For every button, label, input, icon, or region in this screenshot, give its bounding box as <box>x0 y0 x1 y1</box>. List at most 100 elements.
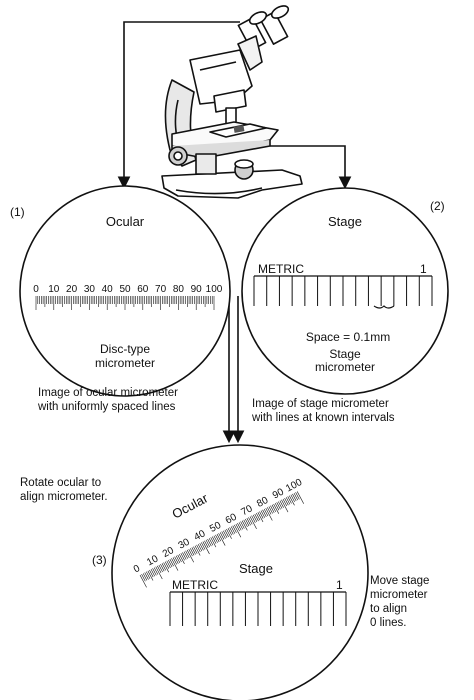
scale-tick <box>193 546 198 554</box>
scale-tick <box>237 523 242 531</box>
scale-tick <box>293 492 299 501</box>
scale-tick <box>270 505 275 513</box>
scale-tick <box>194 545 201 556</box>
scale-tick <box>144 572 149 580</box>
scale-tick <box>197 543 203 552</box>
scale-tick <box>235 523 240 532</box>
scale-tick <box>141 574 146 582</box>
scale-tick <box>226 528 232 539</box>
scale-tick <box>260 510 266 518</box>
panel-stage: (2) Stage METRIC 1 Space = 0.1mm Stage m… <box>241 187 449 395</box>
scale-tick <box>268 506 273 514</box>
scale-tick <box>257 512 264 523</box>
stage-end-label: 1 <box>420 262 427 276</box>
disc-type-label: Disc-type <box>100 342 150 356</box>
scale-tick <box>218 533 226 546</box>
ocular-image-caption: Image of ocular micrometer with uniforml… <box>38 386 178 414</box>
scale-tick <box>185 550 190 558</box>
caption-line: Image of ocular micrometer <box>38 387 178 399</box>
scale-tick <box>216 533 222 542</box>
scale-tick <box>223 530 228 538</box>
scale-tick <box>204 540 209 548</box>
microscope-illustration <box>161 5 303 199</box>
scale-tick <box>284 497 289 506</box>
combined-stage-title: Stage <box>239 561 273 576</box>
panel-2-number: (2) <box>430 199 445 213</box>
rotated-label-20: 20 <box>161 545 176 560</box>
scale-tick <box>259 511 264 519</box>
combined-metric-label: METRIC <box>172 578 218 592</box>
scale-tick <box>212 536 217 544</box>
scale-tick <box>267 507 272 515</box>
scale-tick <box>262 509 267 518</box>
caption-line: micrometer <box>370 589 428 601</box>
stage-micrometer-label-1: Stage <box>329 347 361 361</box>
scale-tick <box>230 526 236 534</box>
rotated-label-10: 10 <box>145 553 160 568</box>
space-label: Space = 0.1mm <box>306 330 390 344</box>
scale-tick <box>229 527 234 535</box>
scale-tick <box>238 522 244 530</box>
scale-tick <box>213 535 218 543</box>
scale-tick <box>278 501 283 509</box>
scale-tick <box>219 532 225 540</box>
scale-tick <box>175 555 181 563</box>
scale-tick <box>285 497 291 505</box>
ocular-label-90: 90 <box>191 284 203 295</box>
scale-tick <box>201 542 206 550</box>
panel-1-number: (1) <box>10 205 25 219</box>
scale-tick <box>186 549 194 563</box>
scale-tick <box>190 548 195 556</box>
scale-tick <box>246 518 251 526</box>
panel-3-number: (3) <box>92 553 107 567</box>
scale-tick <box>296 491 305 504</box>
scale-tick <box>295 492 300 500</box>
space-brace <box>373 305 395 309</box>
scale-tick <box>158 564 163 573</box>
rotated-label-90: 90 <box>271 486 286 501</box>
scale-tick <box>221 531 226 539</box>
scale-tick <box>180 553 185 561</box>
scale-tick <box>199 543 204 551</box>
arrow-to-ocular <box>117 21 240 190</box>
micrometer-label: micrometer <box>95 356 155 370</box>
scale-tick <box>191 547 196 555</box>
scale-tick <box>160 563 165 572</box>
scale-tick <box>240 521 245 529</box>
rotated-label-60: 60 <box>224 511 239 526</box>
scale-tick <box>147 570 154 581</box>
rotated-label-30: 30 <box>177 537 192 552</box>
stage-image-caption: Image of stage micrometer with lines at … <box>252 397 395 425</box>
caption-line: to align <box>370 603 408 615</box>
rotated-label-50: 50 <box>208 520 223 535</box>
ocular-label-0: 0 <box>33 284 39 295</box>
scale-tick <box>142 573 148 581</box>
rotate-ocular-caption: Rotate ocular to align micrometer. <box>20 476 108 504</box>
scale-tick <box>215 534 220 543</box>
scale-tick <box>207 538 212 547</box>
scale-tick <box>155 566 163 580</box>
scale-tick <box>289 495 295 506</box>
ocular-label-60: 60 <box>137 284 149 295</box>
scale-tick <box>232 525 237 533</box>
ocular-label-20: 20 <box>66 284 78 295</box>
scale-tick <box>161 563 167 571</box>
scale-tick <box>287 496 292 504</box>
scale-tick <box>157 565 162 574</box>
stage-metric-label: METRIC <box>258 262 304 276</box>
scale-tick <box>245 518 250 527</box>
combined-stage-scale <box>169 591 347 626</box>
ocular-label-100: 100 <box>206 284 223 295</box>
caption-line: Image of stage micrometer <box>252 398 389 410</box>
scale-tick <box>227 528 233 536</box>
scale-tick <box>234 524 242 538</box>
scale-tick <box>152 568 157 576</box>
scale-tick <box>177 554 182 563</box>
scale-tick <box>163 562 170 573</box>
stage-scale <box>253 275 433 306</box>
scale-tick <box>251 515 256 523</box>
connector-arrows <box>117 21 352 700</box>
scale-tick <box>256 513 261 521</box>
scale-tick <box>171 558 179 571</box>
